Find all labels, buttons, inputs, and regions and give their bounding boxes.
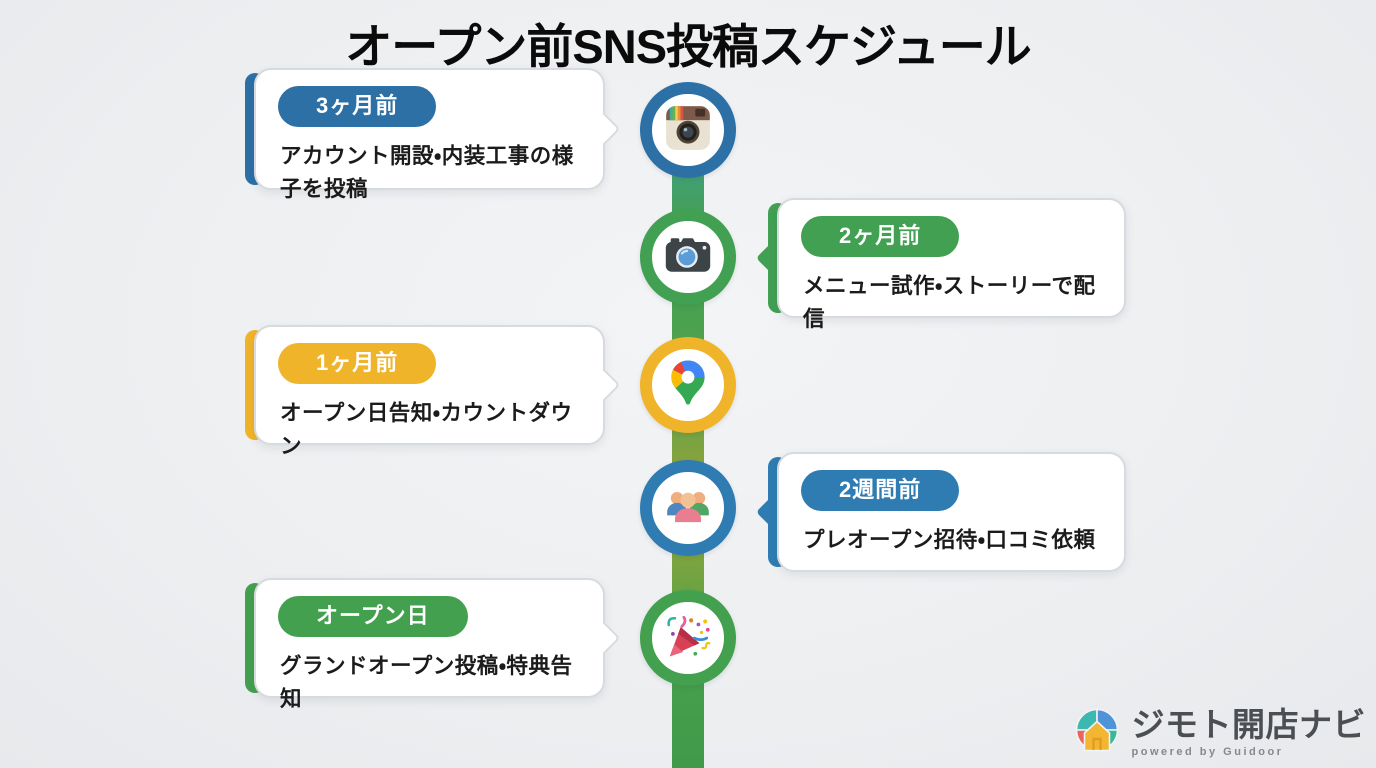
timeline-card-2months: 2ヶ月前 メニュー試作・ストーリーで配信	[756, 198, 1126, 331]
timeline-card-3months: 3ヶ月前 アカウント開設・内装工事の様子を投稿	[245, 68, 621, 201]
card-text: メニュー試作・ストーリーで配信	[803, 274, 1096, 332]
card-body: オープン日 グランドオープン投稿・特典告知	[254, 578, 605, 711]
time-badge: 2週間前	[801, 470, 960, 511]
guidoor-logo-icon	[1070, 703, 1124, 762]
timeline-node-camera	[640, 209, 736, 305]
google-maps-icon	[664, 359, 712, 412]
timeline-card-1month: 1ヶ月前 オープン日告知・カウントダウン	[245, 325, 621, 458]
people-group-icon	[663, 481, 713, 536]
time-badge: 2ヶ月前	[801, 216, 960, 257]
time-badge: オープン日	[278, 596, 468, 637]
card-body: 3ヶ月前 アカウント開設・内装工事の様子を投稿	[254, 68, 605, 201]
time-badge: 3ヶ月前	[278, 86, 437, 127]
card-body: 1ヶ月前 オープン日告知・カウントダウン	[254, 325, 605, 458]
footer-logo: ジモト開店ナビ powered by Guidoor	[1070, 703, 1367, 762]
timeline-node-people	[640, 460, 736, 556]
timeline-node-instagram	[640, 82, 736, 178]
timeline-card-2weeks: 2週間前 プレオープン招待・口コミ依頼	[756, 452, 1126, 572]
party-popper-icon	[663, 611, 713, 666]
card-text: プレオープン招待・口コミ依頼	[803, 528, 1096, 552]
timeline-node-google-maps	[640, 337, 736, 433]
timeline-node-party	[640, 590, 736, 686]
logo-tagline: powered by Guidoor	[1131, 745, 1284, 758]
page-title: オープン前SNS投稿スケジュール	[345, 20, 1032, 73]
time-badge: 1ヶ月前	[278, 343, 437, 384]
card-text: アカウント開設・内装工事の様子を投稿	[280, 144, 574, 202]
timeline-card-openday: オープン日 グランドオープン投稿・特典告知	[245, 578, 621, 711]
instagram-icon	[663, 103, 713, 158]
logo-name: ジモト開店ナビ	[1131, 706, 1366, 744]
card-body: 2週間前 プレオープン招待・口コミ依頼	[777, 452, 1126, 572]
card-body: 2ヶ月前 メニュー試作・ストーリーで配信	[777, 198, 1126, 331]
card-text: オープン日告知・カウントダウン	[280, 401, 573, 459]
camera-icon	[662, 229, 714, 286]
card-text: グランドオープン投稿・特典告知	[280, 654, 573, 712]
